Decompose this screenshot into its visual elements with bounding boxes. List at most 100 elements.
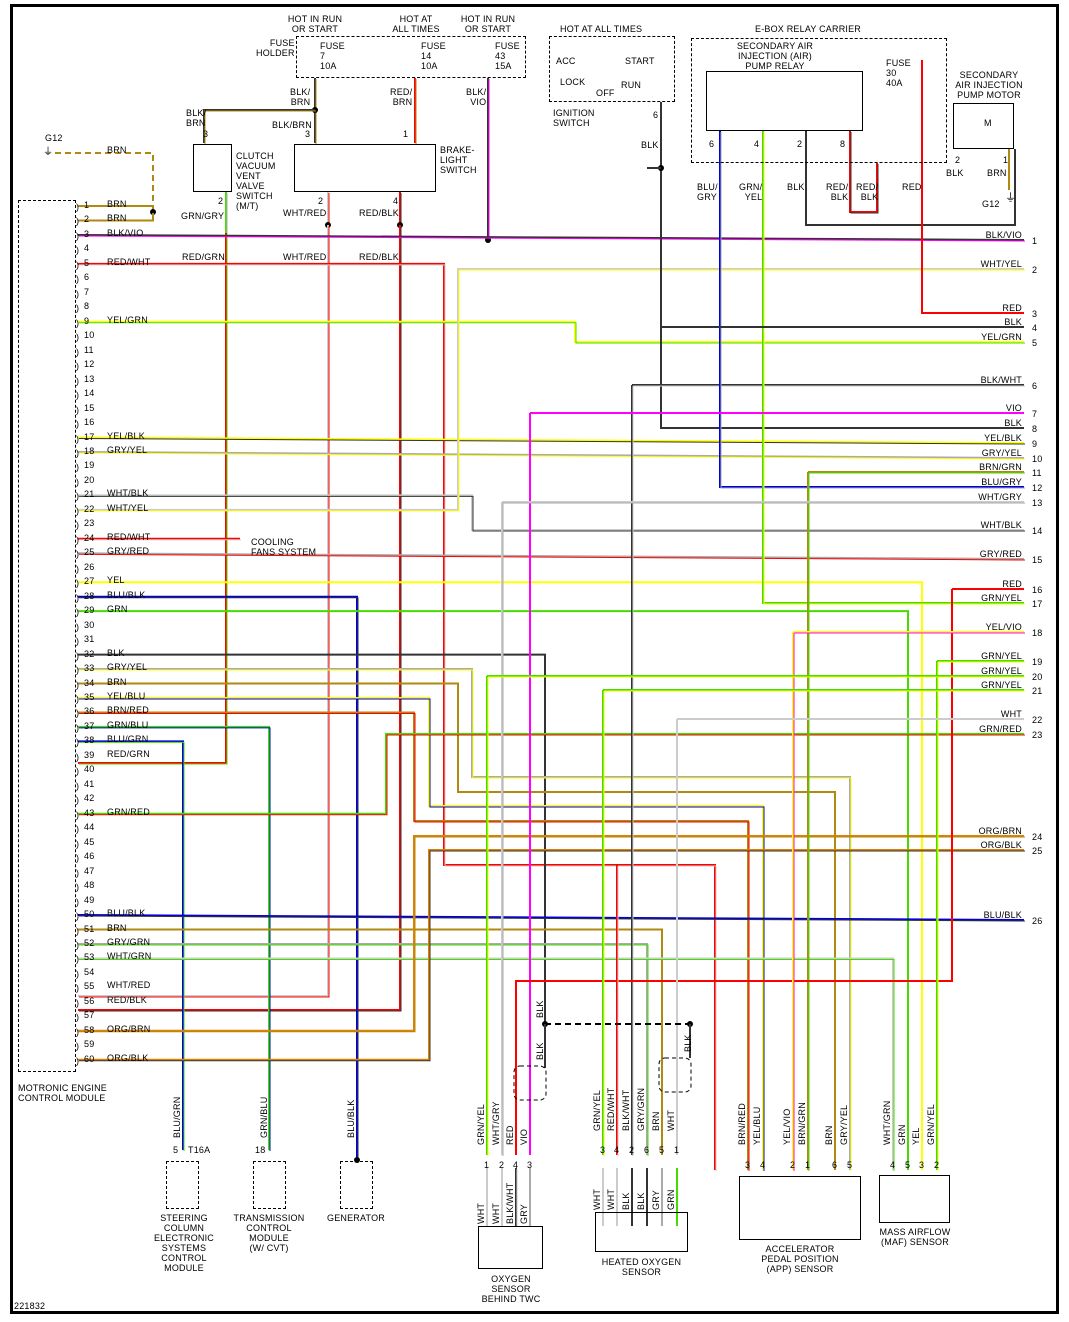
brake-out-wire-a: WHT/RED (283, 208, 327, 218)
ecm-pin-43-wire-tracer (79, 734, 1025, 816)
steering-wire: BLU/GRN (172, 1096, 182, 1138)
ecm-pin-33-wire-tracer (79, 669, 852, 1171)
steering-module-label: STEERING COLUMN ELECTRONIC SYSTEMS CONTR… (153, 1213, 214, 1273)
right-connector-wire-label: GRN/YEL (981, 680, 1022, 690)
ecm-pin-51-wire (78, 928, 663, 1155)
ecm-pin-number: 11 (84, 344, 94, 355)
clutch-lower-wire: RED/GRN (182, 252, 225, 262)
ecm-pin-number: 47 (84, 865, 95, 876)
ecm-pin-number: 19 (84, 460, 95, 471)
ecm-pin-wire-label: WHT/YEL (107, 502, 149, 513)
relay-pin-6: 6 (709, 139, 715, 149)
ecm-pin-connector-icon: ) (76, 520, 80, 531)
ecm-pin-connector-icon: ) (76, 636, 80, 647)
brake-pin-in-a: 3 (305, 129, 311, 139)
o2-shield-icon (513, 1065, 547, 1101)
ho2s-wire-label: WHT (666, 1109, 676, 1131)
clutch-switch-label: CLUTCH VACUUM VENT VALVE SWITCH (M/T) (236, 151, 276, 211)
relay-pin-4: 4 (754, 139, 760, 149)
ho2s-pin-number: 3 (600, 1145, 606, 1155)
ecm-pin-3-wire (77, 233, 1025, 241)
o2-rear-wire-label: RED (505, 1125, 515, 1145)
right-connector-wire-label: GRN/YEL (981, 666, 1022, 676)
ecm-pin-number: 52 (84, 937, 95, 948)
ecm-pin-connector-icon: ) (76, 549, 80, 560)
right-connector-wire-label: RED (1002, 579, 1022, 589)
right-connector-number: 23 (1032, 730, 1043, 740)
motor-pin-1-wire: BRN (987, 168, 1007, 178)
ecm-pin-22-wire (78, 268, 1024, 511)
ecm-pin-number: 42 (84, 793, 95, 804)
app-sensor-box (739, 1176, 861, 1240)
ecm-pin-52-wire-tracer (79, 944, 649, 1156)
ecm-pin-28-wire (78, 595, 358, 1160)
ecm-pin-wire-label: RED/WHT (107, 256, 151, 267)
relay-wire-4: GRN/ YEL (739, 182, 763, 202)
ecm-pin-wire-label: RED/BLK (107, 994, 147, 1005)
right-connector-number: 26 (1032, 916, 1043, 926)
ecm-pin-wire-label: YEL/BLK (107, 430, 145, 441)
app-pin-number: 1 (805, 1160, 811, 1170)
ecm-pin-wire-label: YEL/BLU (107, 690, 146, 701)
ecm-pin-37-wire-tracer (79, 727, 271, 1151)
pump-motor-box (953, 103, 1014, 149)
maf-wire-label: YEL (911, 1127, 921, 1145)
ecm-pin-connector-icon: ) (76, 578, 80, 589)
ecm-pin-wire-label: BLU/BLK (107, 908, 146, 919)
ecm-pin-connector-icon: ) (76, 1026, 80, 1037)
ho2s-inner-wire-label: BLK (636, 1192, 646, 1210)
relay-wire-2: BLK (787, 182, 805, 192)
ecm-pin-connector-icon: ) (76, 679, 80, 690)
ecm-pin-number: 6 (84, 272, 90, 283)
ecm-pin-wire-label: WHT/BLK (107, 488, 149, 499)
ecm-pin-29-wire (78, 610, 909, 1170)
ecm-pin-number: 38 (84, 735, 95, 746)
fuse-43-supply: HOT IN RUN OR START (460, 14, 516, 34)
maf-wire-label: WHT/GRN (882, 1100, 892, 1145)
ecm-pin-connector-icon: ) (76, 361, 80, 372)
ecm-pin-number: 16 (84, 417, 95, 428)
ho2s-wire-label: BLK/WHT (621, 1089, 631, 1131)
app-pin-number: 3 (745, 1160, 751, 1170)
right-connector-number: 16 (1032, 585, 1043, 595)
ecm-pin-number: 55 (84, 981, 95, 992)
ecm-pin-35-wire (78, 696, 764, 1170)
ho2s-wire-label: BRN (651, 1111, 661, 1131)
ecm-pin-connector-icon: ) (76, 462, 80, 473)
ecm-pin-number: 53 (84, 952, 95, 963)
ho2s-wire-label: RED/WHT (606, 1087, 616, 1131)
ecm-pin-22-wire-tracer (79, 269, 1025, 512)
ecm-pin-wire-label: WHT/GRN (107, 951, 152, 962)
ebox-box (691, 38, 947, 163)
splice-dot (150, 209, 156, 215)
ecm-pin-17-wire (77, 436, 1025, 444)
ecm-pin-connector-icon: ) (76, 274, 80, 285)
brake-pin-out-a: 2 (318, 196, 324, 206)
steering-pin: 5 (173, 1145, 179, 1155)
o2-rear-wire-label: VIO (519, 1128, 529, 1145)
right-connector-number: 8 (1032, 424, 1038, 434)
ecm-pin-number: 31 (84, 634, 95, 645)
ecm-pin-connector-icon: ) (76, 419, 80, 430)
ho2s-label: HEATED OXYGEN SENSOR (601, 1257, 682, 1277)
ecm-pin-number: 9 (84, 315, 90, 326)
ecm-pin-connector-icon: ) (76, 404, 80, 415)
right-connector-wire-label: YEL/GRN (981, 332, 1022, 342)
ho2s-pin-number: 2 (629, 1145, 635, 1155)
mid-label-red-blk: RED/BLK (359, 252, 399, 262)
ecm-pin-number: 25 (84, 547, 95, 558)
right-connector-wire-label: ORG/BRN (978, 826, 1022, 836)
ecm-pin-number: 18 (84, 445, 95, 456)
motor-ground-label: G12 (982, 199, 1000, 209)
ho2s-inner-wire-label: BLK (621, 1192, 631, 1210)
ecm-pin-50-wire (77, 914, 1025, 921)
ecm-pin-wire-label: ORG/BRN (107, 1023, 151, 1034)
shield-wire-label-2: BLK (535, 1042, 545, 1060)
right-connector-number: 11 (1032, 468, 1042, 478)
ecm-pin-wire-label: GRN/BLU (107, 719, 149, 730)
ecm-pin-56-wire-tracer (79, 226, 402, 1012)
ecm-pin-connector-icon: ) (76, 665, 80, 676)
o2-rear-pin-number: 1 (484, 1160, 490, 1170)
maf-wire-label: GRN (897, 1124, 907, 1145)
ecm-box (18, 200, 76, 1072)
